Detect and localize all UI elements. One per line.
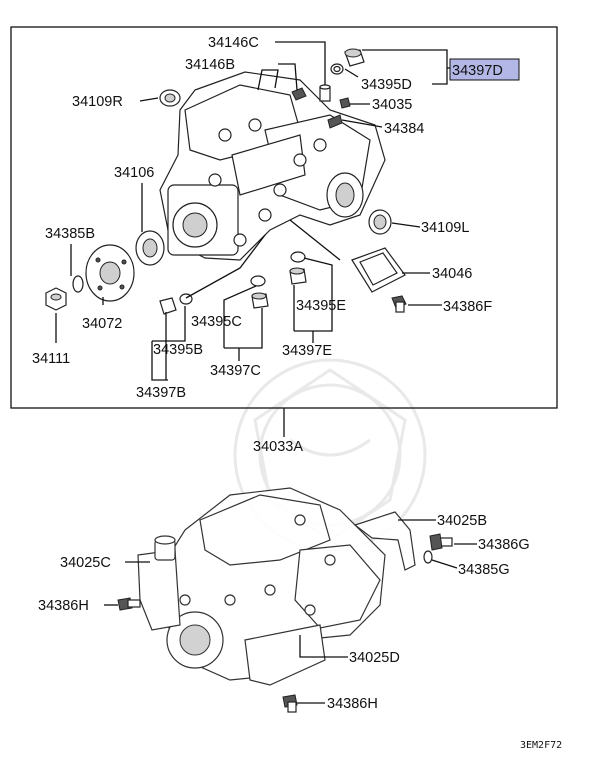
bolt-34386f [391, 295, 407, 313]
label-34146b[interactable]: 34146B [185, 57, 235, 73]
label-34386h-left[interactable]: 34386H [38, 598, 89, 614]
gasket-34046 [351, 247, 406, 293]
label-34046[interactable]: 34046 [432, 266, 472, 282]
label-34397c[interactable]: 34397C [210, 363, 261, 379]
label-34033a[interactable]: 34033A [253, 439, 303, 455]
bolt-34386g [429, 533, 453, 551]
label-34395e[interactable]: 34395E [296, 298, 346, 314]
plug-34397b [159, 297, 177, 315]
label-34397e[interactable]: 34397E [282, 343, 332, 359]
differential-mount-illustration [137, 487, 416, 686]
label-34109l[interactable]: 34109L [421, 220, 469, 236]
washer-34395e [290, 251, 306, 263]
label-34385b[interactable]: 34385B [45, 226, 95, 242]
plug-34397c [251, 292, 269, 309]
plug-34397d [344, 48, 365, 67]
label-34025d[interactable]: 34025D [349, 650, 400, 666]
plug-34146b [291, 87, 307, 101]
leader-lines-lower [104, 519, 477, 704]
highlight-box-34397d [449, 58, 520, 81]
bolt-34386h-left [117, 597, 141, 611]
label-34025b[interactable]: 34025B [437, 513, 487, 529]
oil-seal-34109r [159, 89, 181, 107]
label-34386h-bottom[interactable]: 34386H [327, 696, 378, 712]
plug-34397e [289, 267, 307, 285]
washer-34395c [250, 275, 266, 287]
label-34035[interactable]: 34035 [372, 97, 412, 113]
vent-34035 [339, 97, 351, 109]
diagram-code: 3EM2F72 [520, 740, 562, 751]
label-34397d[interactable]: 34397D [452, 63, 503, 79]
label-34072[interactable]: 34072 [82, 316, 122, 332]
label-34385g[interactable]: 34385G [458, 562, 510, 578]
label-34395d[interactable]: 34395D [361, 77, 412, 93]
leader-lines-upper [55, 41, 450, 437]
companion-flange-34072 [85, 244, 135, 302]
breather-plug-34146c [319, 84, 331, 102]
washer-34395d [330, 63, 344, 75]
label-34384[interactable]: 34384 [384, 121, 424, 137]
label-34025c[interactable]: 34025C [60, 555, 111, 571]
label-34395b[interactable]: 34395B [153, 342, 203, 358]
nut-34111 [45, 287, 67, 311]
washer-34385b [72, 275, 84, 293]
label-34386f[interactable]: 34386F [443, 299, 492, 315]
label-34397b[interactable]: 34397B [136, 385, 186, 401]
label-34386g[interactable]: 34386G [478, 537, 530, 553]
label-34146c[interactable]: 34146C [208, 35, 259, 51]
differential-carrier-illustration [159, 69, 386, 261]
label-34111[interactable]: 34111 [32, 351, 70, 367]
washer-34385g [423, 550, 433, 564]
oil-seal-34109l [368, 209, 392, 235]
bolt-34386h-bottom [282, 694, 298, 713]
label-34395c[interactable]: 34395C [191, 314, 242, 330]
label-34106[interactable]: 34106 [114, 165, 154, 181]
label-34109r[interactable]: 34109R [72, 94, 123, 110]
oil-seal-34106 [135, 230, 165, 266]
stud-34384 [327, 114, 343, 129]
